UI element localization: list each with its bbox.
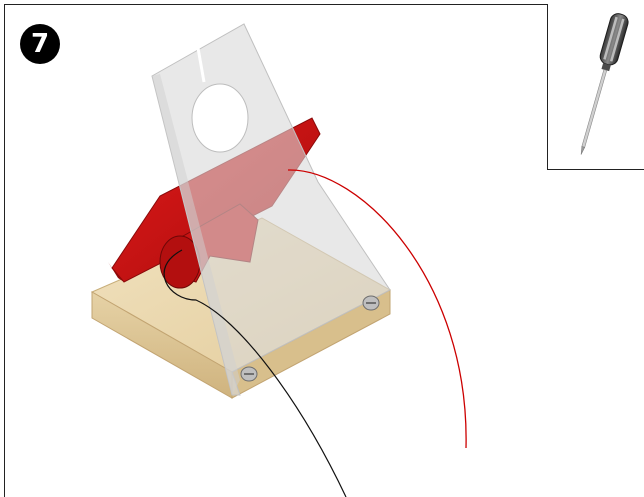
screw-right (363, 296, 379, 310)
screw-front (241, 367, 257, 381)
screwdriver-icon (548, 4, 644, 170)
tool-box (547, 4, 644, 170)
acrylic-hole (192, 84, 248, 152)
